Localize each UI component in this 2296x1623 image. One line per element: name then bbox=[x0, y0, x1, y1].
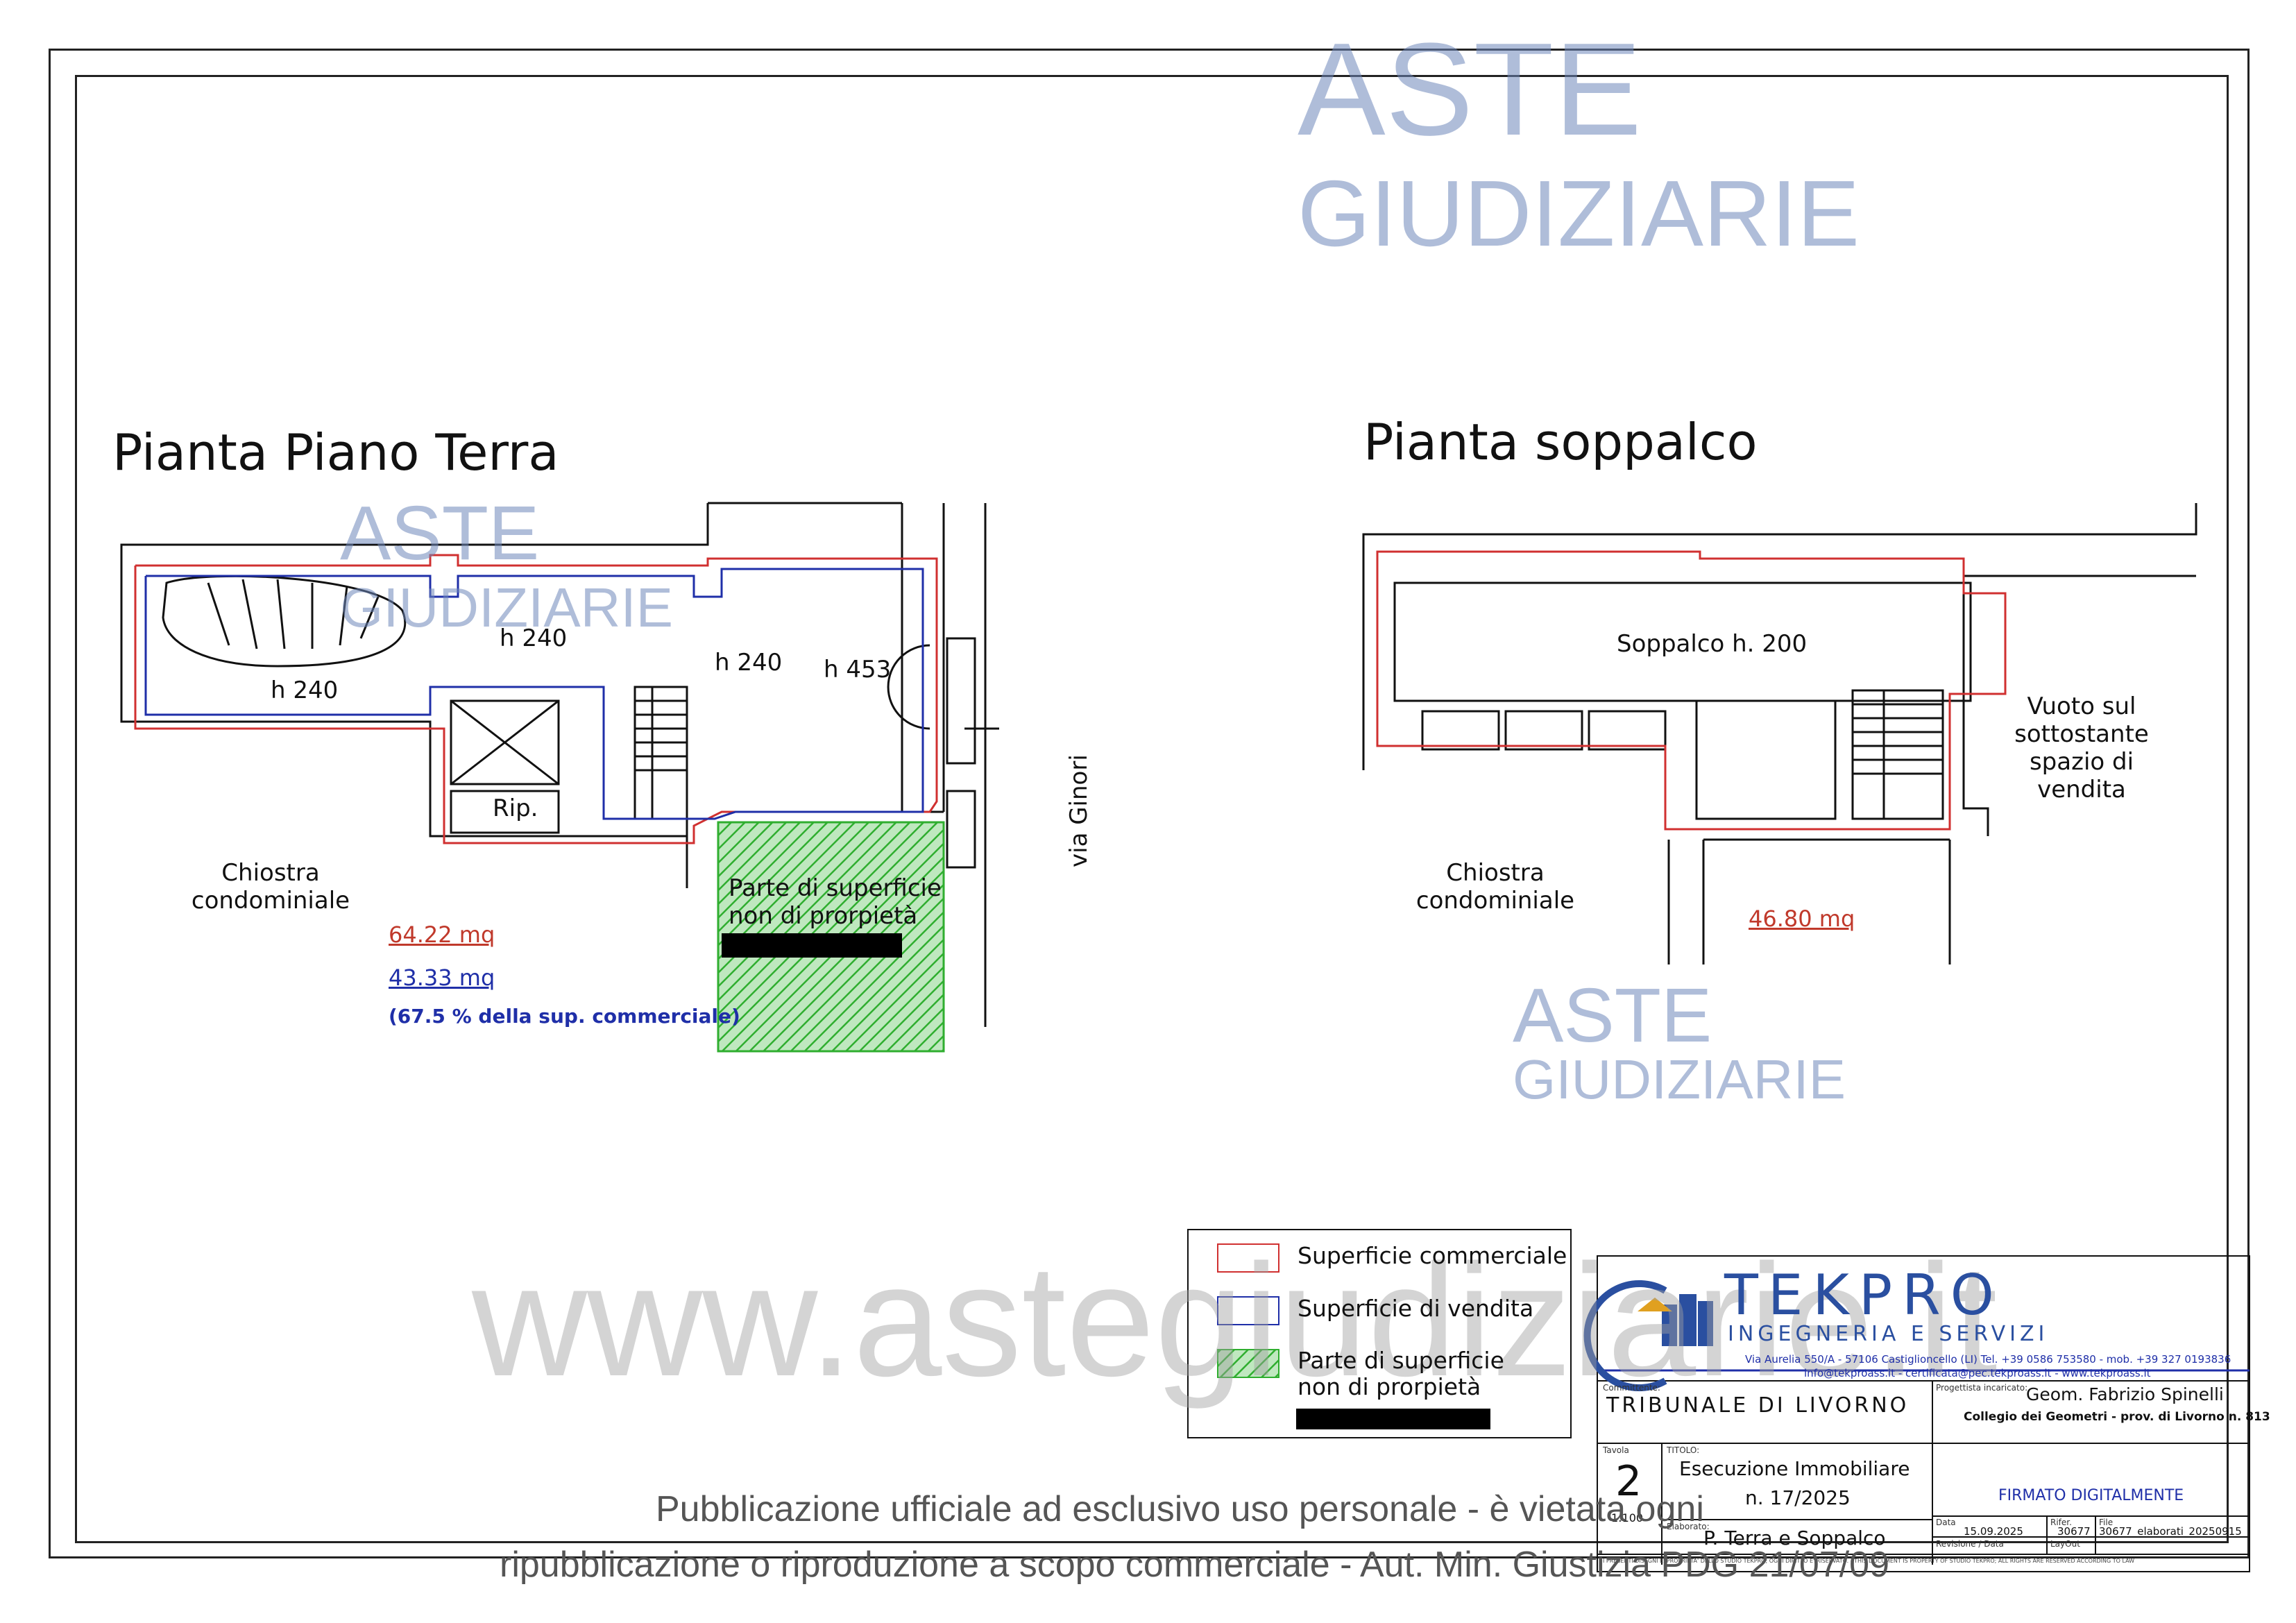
ground-sales-area: 43.33 mq bbox=[389, 965, 495, 991]
progettista-label: Progettista incaricato: bbox=[1936, 1383, 2028, 1393]
data-label: Data bbox=[1936, 1518, 1956, 1527]
company-subtitle: INGEGNERIA E SERVIZI bbox=[1728, 1322, 2049, 1346]
watermark-giudiziarie-top: GIUDIZIARIE bbox=[1298, 161, 1860, 266]
ground-commercial-area: 64.22 mq bbox=[389, 921, 495, 948]
mezzanine-plan bbox=[1362, 503, 2197, 965]
mezzanine-commercial-area: 46.80 mq bbox=[1749, 906, 1855, 932]
ground-area-percent: (67.5 % della sup. commerciale) bbox=[389, 1005, 740, 1028]
signature-status: FIRMATO DIGITALMENTE bbox=[1998, 1487, 2184, 1504]
room-height-label: h 240 bbox=[715, 649, 783, 677]
collegio: Collegio dei Geometri - prov. di Livorno… bbox=[1964, 1410, 2270, 1424]
legend-commercial: Superficie commerciale bbox=[1298, 1242, 1567, 1269]
date: 15.09.2025 bbox=[1964, 1525, 2023, 1538]
company-name: TEKPRO bbox=[1724, 1263, 2004, 1327]
scale: 1:100 bbox=[1611, 1511, 1644, 1524]
revisione-label: Revisione / Data bbox=[1936, 1539, 2004, 1549]
mezzanine-height-label: Soppalco h. 200 bbox=[1617, 630, 1808, 658]
legend-sales: Superficie di vendita bbox=[1298, 1295, 1534, 1322]
legend-non-property: Parte di superficie non di prorpietà bbox=[1298, 1347, 1504, 1400]
outer-frame bbox=[49, 49, 2250, 1558]
elaborato: P. Terra e Soppalco bbox=[1703, 1527, 1886, 1549]
watermark-aste-top: ASTE bbox=[1298, 16, 1642, 163]
reference: 30677 bbox=[2057, 1525, 2091, 1538]
storage-label: Rip. bbox=[493, 794, 538, 822]
tavola-number: 2 bbox=[1615, 1457, 1642, 1506]
rifer-label: Rifer. bbox=[2050, 1518, 2072, 1527]
title-block-lines bbox=[1597, 1255, 2250, 1572]
room-height-label: h 240 bbox=[271, 677, 339, 704]
watermark-aste-left: ASTE bbox=[340, 491, 540, 576]
publication-notice-line2: ripubblicazione o riproduzione a scopo c… bbox=[500, 1545, 1889, 1585]
watermark-giudiziarie-left: GIUDIZIARIE bbox=[340, 577, 674, 638]
watermark-giudiziarie-right: GIUDIZIARIE bbox=[1513, 1048, 1846, 1110]
watermark-site: www.astegiudiziarie.it bbox=[472, 1231, 1998, 1409]
redaction-bar bbox=[1296, 1409, 1490, 1429]
redaction-bar bbox=[722, 933, 902, 958]
watermark-aste-right: ASTE bbox=[1513, 973, 1712, 1058]
street-label: via Ginori bbox=[1065, 754, 1093, 867]
inner-frame bbox=[75, 75, 2229, 1543]
ground-commercial-outline bbox=[134, 554, 938, 844]
titolo-line2: n. 17/2025 bbox=[1745, 1486, 1851, 1509]
titolo-label: TITOLO: bbox=[1667, 1445, 1700, 1455]
elaborato-label: Elaborato: bbox=[1667, 1522, 1710, 1531]
company-address: Via Aurelia 550/A - 57106 Castiglioncell… bbox=[1745, 1353, 2231, 1366]
layout-label: LayOut bbox=[2050, 1539, 2080, 1549]
non-property-label: Parte di superficie non di prorpietà bbox=[729, 874, 942, 930]
file-name: 30677_elaborati_20250915 bbox=[2099, 1525, 2242, 1538]
file-label: File bbox=[2099, 1518, 2114, 1527]
ground-floor-title: Pianta Piano Terra bbox=[112, 423, 559, 482]
room-height-label: h 453 bbox=[824, 656, 892, 683]
mezzanine-commercial-outline bbox=[1376, 550, 2007, 831]
courtyard-label: Chiostra condominiale bbox=[1415, 859, 1575, 915]
progettista: Geom. Fabrizio Spinelli bbox=[2026, 1384, 2224, 1404]
room-height-label: h 240 bbox=[500, 624, 568, 652]
company-emails: info@tekproass.it - certificata@pec.tekp… bbox=[1804, 1367, 2151, 1379]
tekpro-logo-icon bbox=[1583, 1280, 1713, 1391]
publication-notice-line1: Pubblicazione ufficiale ad esclusivo uso… bbox=[656, 1489, 1704, 1529]
committente-label: Committente: bbox=[1603, 1383, 1660, 1393]
legend-box bbox=[1187, 1229, 1572, 1438]
void-label: Vuoto sul sottostante spazio di vendita bbox=[2014, 692, 2149, 804]
copyright-note: I PRESENTI DISEGNI E' PROPRIETA' DELLO S… bbox=[1603, 1558, 2135, 1564]
titolo-line1: Esecuzione Immobiliare bbox=[1679, 1457, 1910, 1480]
ground-sales-outline bbox=[144, 568, 924, 820]
tavola-label: Tavola bbox=[1603, 1445, 1629, 1455]
mezzanine-title: Pianta soppalco bbox=[1363, 413, 1758, 471]
committente: TRIBUNALE DI LIVORNO bbox=[1606, 1393, 1910, 1418]
courtyard-label: Chiostra condominiale bbox=[191, 859, 350, 915]
ground-floor-plan bbox=[120, 502, 999, 1027]
